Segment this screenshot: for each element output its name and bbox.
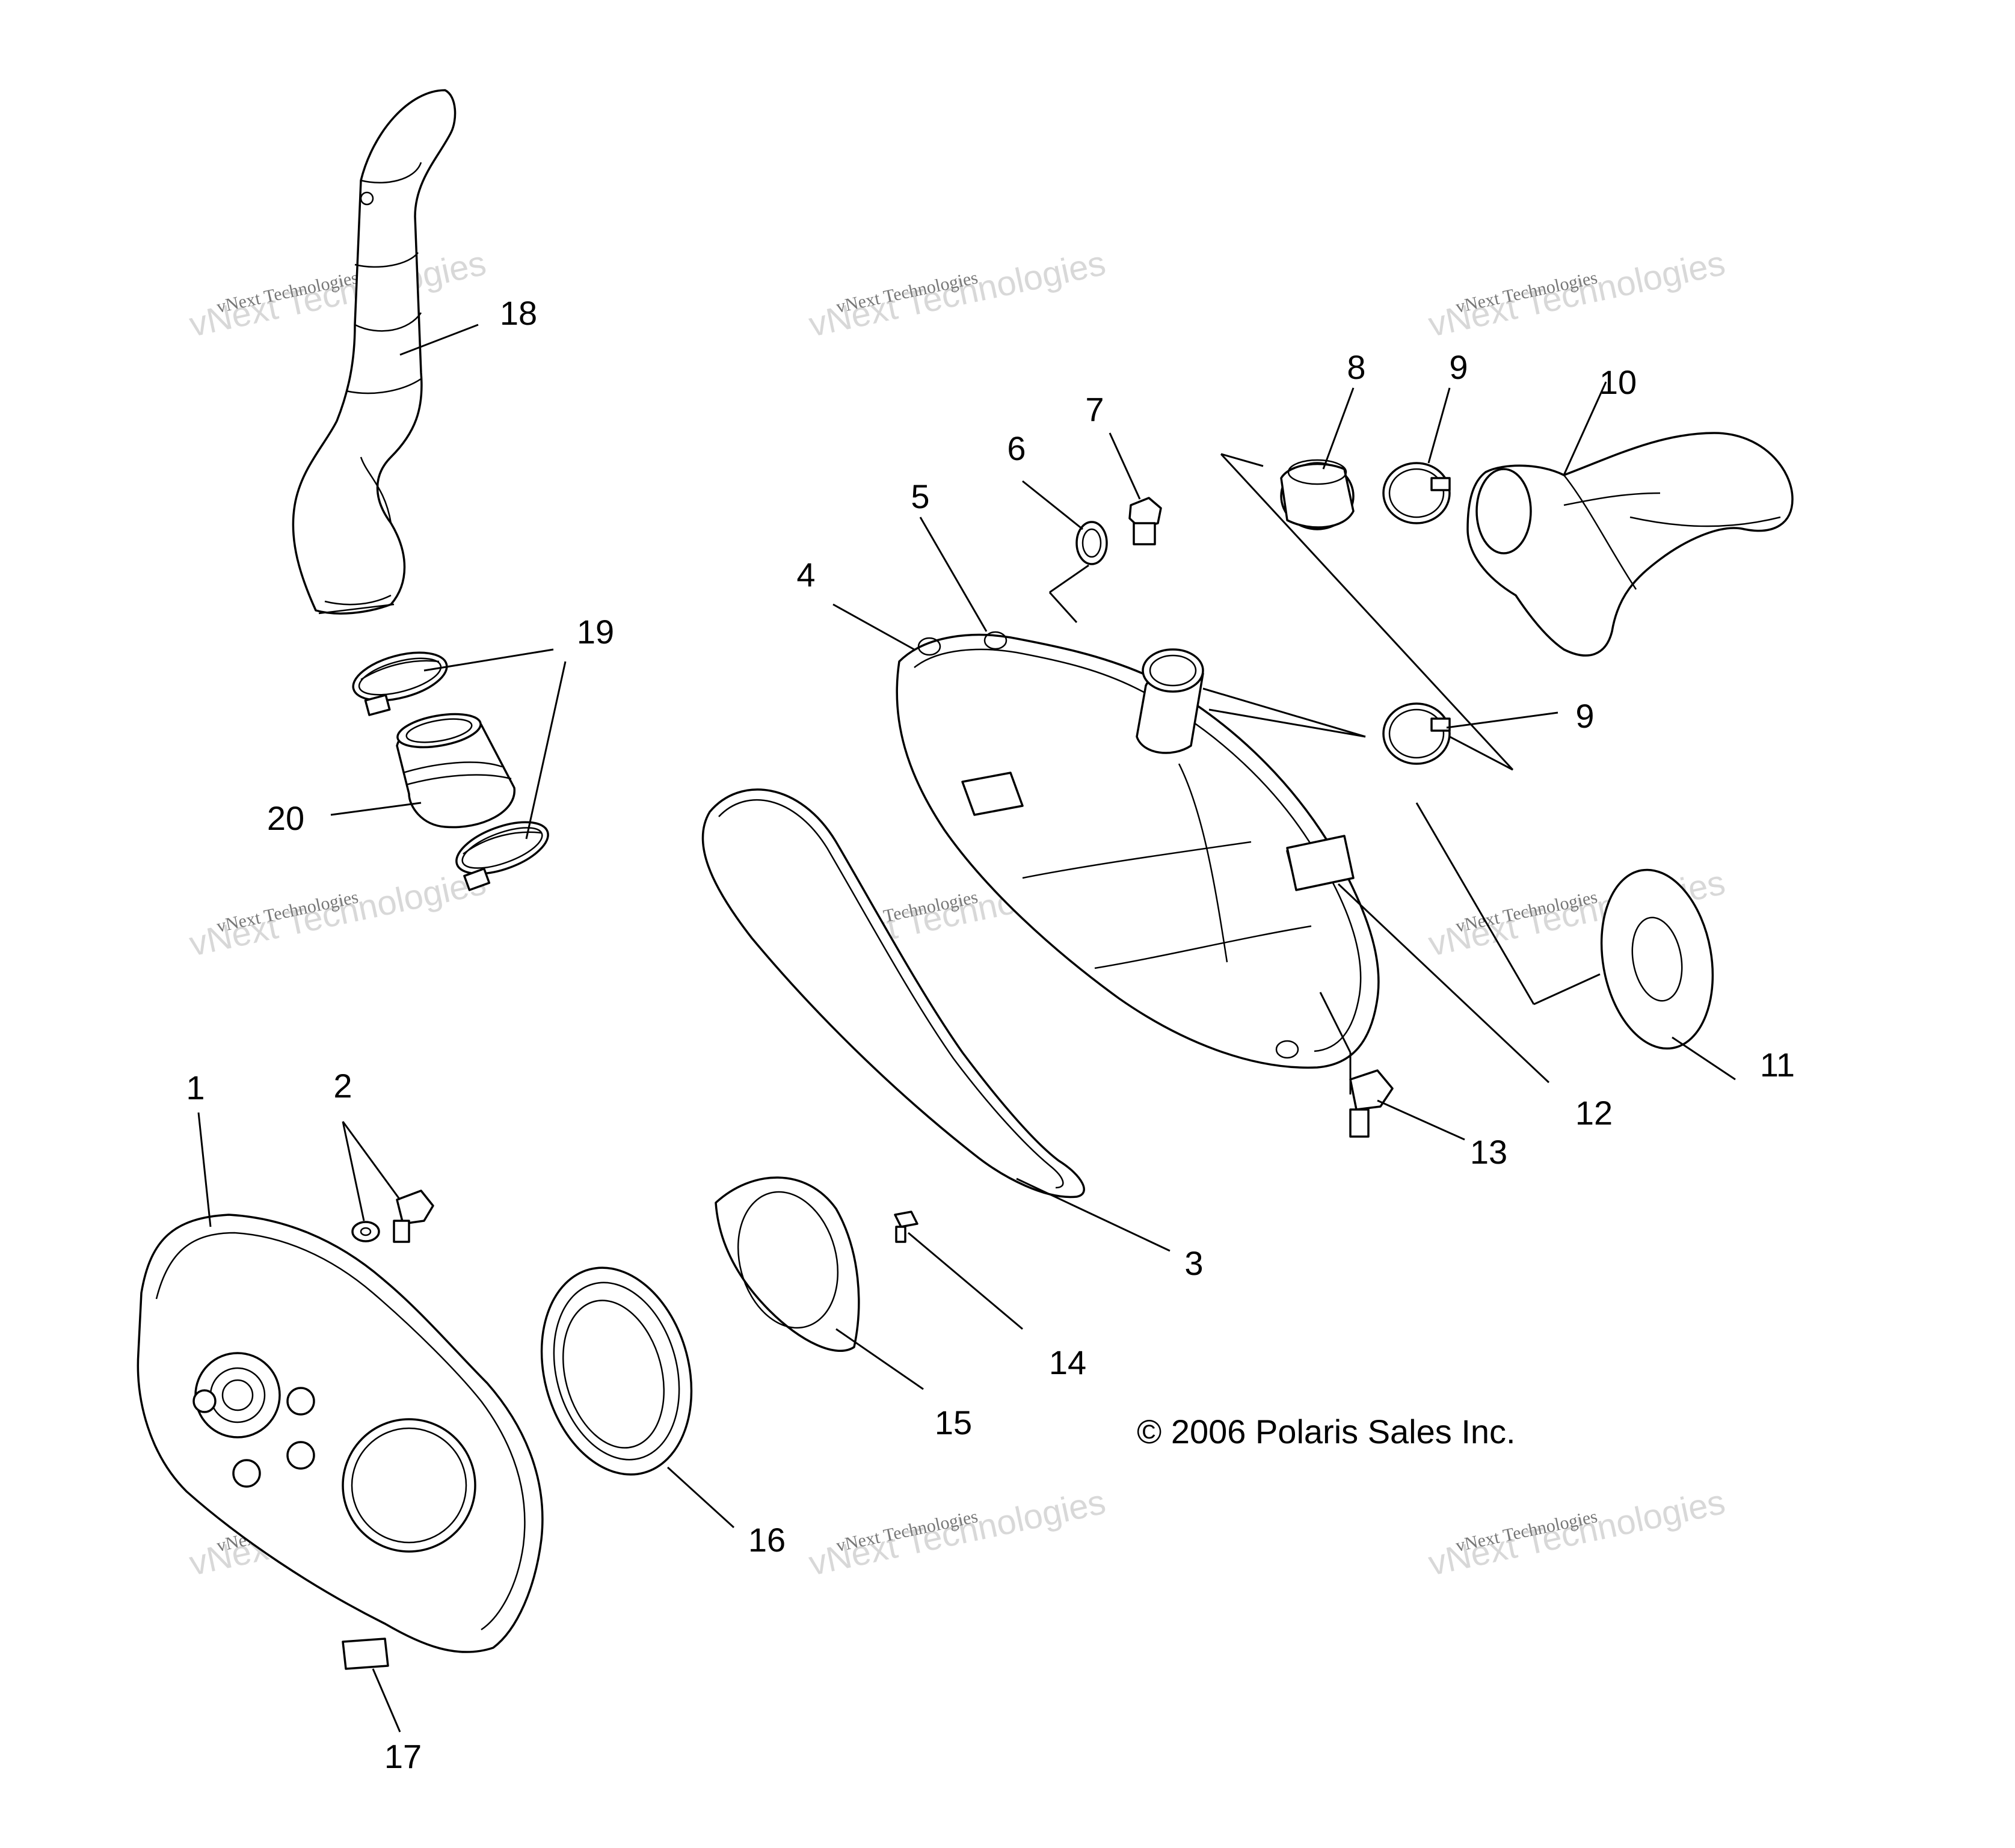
part-10-outlet-duct (1466, 381, 1794, 657)
part-15-plate (715, 1176, 924, 1390)
leader-line (1415, 802, 1535, 1005)
callout-2: 2 (333, 1067, 352, 1105)
leader-line (1563, 381, 1607, 476)
leader-line (197, 1112, 212, 1227)
leader-line (832, 603, 915, 651)
callout-16: 16 (748, 1521, 786, 1559)
part-13-bolt (1319, 992, 1465, 1141)
callout-15: 15 (935, 1404, 972, 1441)
leader-line (1049, 564, 1089, 594)
leader-line (666, 1466, 735, 1529)
callout-8: 8 (1347, 348, 1365, 386)
callout-12: 12 (1575, 1094, 1613, 1132)
part-19-hose-clamp-upper (352, 651, 448, 716)
leader-line (1533, 973, 1601, 1005)
callout-3: 3 (1184, 1244, 1203, 1282)
watermark: vNext Technologies vNext Technologies (1425, 244, 1728, 345)
leader-line (1322, 387, 1355, 470)
callout-labels: 1 2 3 4 5 6 7 8 9 9 10 11 12 13 14 15 16… (186, 294, 1795, 1775)
leader-line (908, 1232, 1023, 1330)
part-16-seal (540, 1266, 735, 1529)
watermark: vNext Technologies vNext Technologies (805, 1482, 1109, 1583)
leader-line (1048, 591, 1078, 624)
callout-17: 17 (384, 1737, 422, 1775)
leader-line (1220, 453, 1514, 771)
part-20-coupler-boot (330, 713, 515, 829)
part-11-gasket (1415, 802, 1736, 1081)
part-4-5-outer-cover (832, 517, 1380, 1069)
callout-11: 11 (1760, 1046, 1795, 1084)
leader-line (342, 1121, 365, 1221)
leader-line (1337, 883, 1550, 1084)
part-7-plug (1109, 432, 1162, 545)
watermark: vNext Technologies vNext Technologies (186, 863, 489, 964)
part-9-hose-clamp-lower (1382, 702, 1558, 765)
leader-line (1427, 387, 1451, 464)
leader-line (919, 517, 988, 632)
watermark: vNext Technologies vNext Technologies (1425, 1482, 1728, 1583)
callout-6: 6 (1007, 429, 1026, 467)
leader-line (399, 324, 479, 356)
leader-line (342, 1121, 401, 1200)
callout-9-upper: 9 (1449, 348, 1468, 386)
part-2-bolt-washer (342, 1121, 434, 1243)
leader-line (1319, 992, 1352, 1053)
part-1-inner-cover (137, 1112, 544, 1653)
part-9-hose-clamp-upper (1382, 387, 1451, 524)
leader-line (1109, 432, 1141, 500)
leader-line (1022, 480, 1083, 530)
part-12-decal (1286, 835, 1550, 1084)
part-19-hose-clamp-lower (455, 821, 549, 891)
callout-10: 10 (1599, 363, 1637, 401)
watermark: vNext Technologies vNext Technologies (805, 244, 1109, 345)
callout-14: 14 (1049, 1343, 1086, 1381)
callout-19: 19 (577, 613, 614, 651)
leader-line (372, 1668, 401, 1733)
part-17-label (342, 1638, 401, 1733)
leader-line (423, 648, 554, 672)
leader-line (1220, 453, 1264, 467)
callout-9-lower: 9 (1575, 697, 1594, 735)
part-3-drive-belt (701, 788, 1171, 1252)
leader-line (1208, 708, 1366, 738)
part-18-intake-duct (292, 89, 479, 615)
leader-line (1446, 711, 1558, 729)
leader-line (1672, 1036, 1736, 1081)
watermark: vNext Technologies vNext Technologies (186, 244, 489, 345)
leader-line (330, 802, 422, 816)
callout-1: 1 (186, 1069, 205, 1107)
callout-4: 4 (796, 556, 815, 594)
callout-20: 20 (267, 799, 304, 837)
copyright-text: © 2006 Polaris Sales Inc. (1137, 1413, 1516, 1450)
part-14-bolt (894, 1211, 1023, 1330)
leader-line (525, 661, 567, 840)
leader-line (1016, 1177, 1171, 1252)
callout-7: 7 (1085, 390, 1104, 428)
callout-13: 13 (1470, 1133, 1507, 1171)
callout-18: 18 (500, 294, 537, 332)
leader-line (1449, 735, 1513, 771)
part-8-adapter (1280, 387, 1355, 530)
leader-line (1377, 1099, 1465, 1141)
part-6-o-ring (1022, 480, 1108, 624)
leader-line (835, 1328, 924, 1390)
callout-5: 5 (911, 477, 929, 515)
leader-line (1202, 687, 1366, 738)
